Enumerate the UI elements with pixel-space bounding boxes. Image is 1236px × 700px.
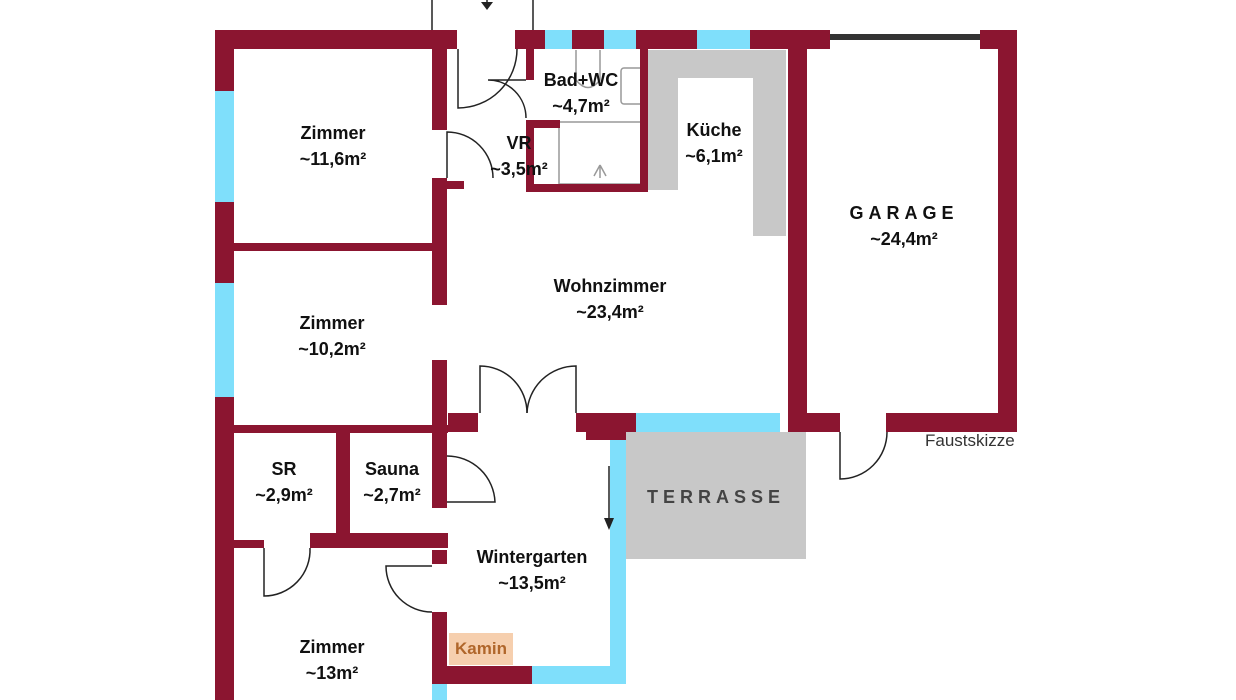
doors [263, 0, 888, 613]
kitchen-counter [648, 50, 786, 236]
windows [215, 30, 780, 700]
room-label-sauna: Sauna~2,7m² [363, 459, 421, 505]
terrace-label: TERRASSE [646, 487, 786, 507]
arrows [481, 0, 614, 530]
room-label-wohnzimmer: Wohnzimmer~23,4m² [553, 276, 667, 322]
garage-door [830, 34, 980, 40]
room-label-bad-wc: Bad+WC~4,7m² [543, 70, 619, 116]
room-label-vr: VR~3,5m² [490, 133, 548, 179]
fireplace-label: Kamin [449, 633, 513, 665]
room-label-kueche: Küche~6,1m² [685, 120, 743, 166]
room-label-zimmer-3: Zimmer~13m² [299, 637, 365, 683]
terrace-area [626, 432, 806, 559]
sketch-note: Faustskizze [925, 431, 1015, 450]
room-label-zimmer-2: Zimmer~10,2m² [298, 313, 366, 359]
room-label-garage: GARAGE~24,4m² [849, 203, 959, 249]
room-label-wintergarten: Wintergarten~13,5m² [476, 547, 588, 593]
room-label-sr: SR~2,9m² [255, 459, 313, 505]
room-label-zimmer-1: Zimmer~11,6m² [299, 123, 367, 169]
